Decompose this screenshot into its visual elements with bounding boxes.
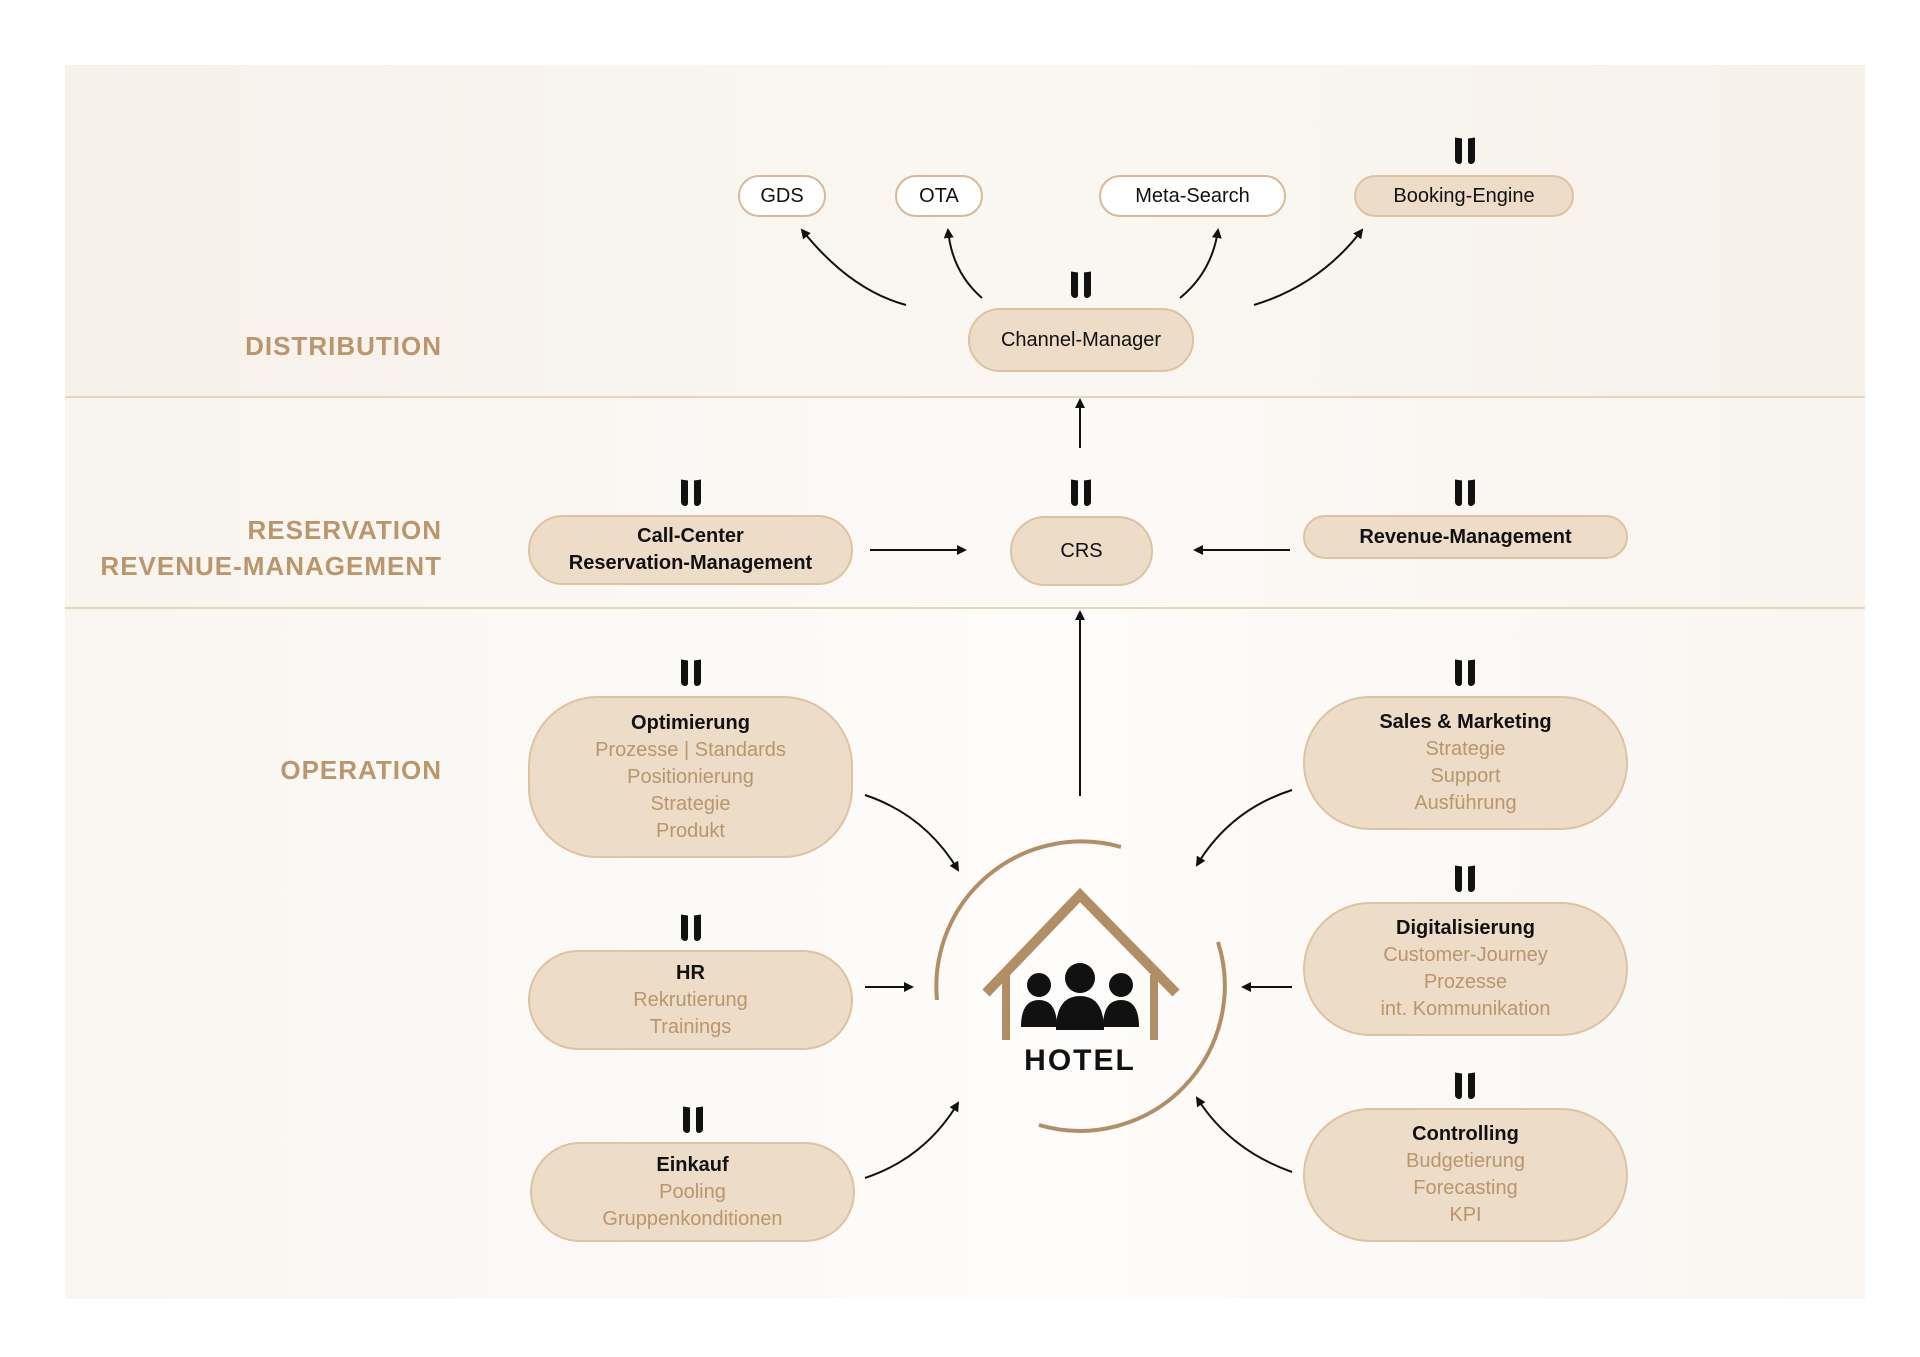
node-title: Optimierung — [631, 711, 750, 734]
distribution-band — [65, 65, 1865, 396]
node-title: Meta-Search — [1135, 184, 1250, 207]
brand-logo-icon — [680, 915, 702, 945]
node-item: Forecasting — [1413, 1177, 1518, 1199]
ota-node: OTA — [895, 175, 983, 217]
node-title: Booking-Engine — [1393, 184, 1535, 207]
revenue-management-node: Revenue-Management — [1303, 515, 1628, 559]
arrow-to-booking-engine — [1253, 228, 1364, 306]
arrow-to-ota — [943, 228, 983, 299]
node-item: KPI — [1449, 1204, 1482, 1226]
controlling-node: Controlling Budgetierung Forecasting KPI — [1303, 1108, 1628, 1242]
brand-logo-icon — [1454, 660, 1476, 690]
node-item: Produkt — [656, 819, 725, 842]
brand-logo-icon — [1070, 272, 1092, 302]
node-item: Prozesse | Standards — [595, 738, 786, 761]
brand-logo-icon — [1454, 1073, 1476, 1103]
arrow-sales-to-hotel — [1195, 789, 1293, 867]
meta-search-node: Meta-Search — [1099, 175, 1286, 217]
node-title: Controlling — [1412, 1123, 1519, 1145]
brand-logo-icon — [1070, 480, 1092, 510]
reservation-band — [65, 398, 1865, 607]
section-label-line: RESERVATION — [247, 515, 442, 545]
node-item: Support — [1430, 765, 1501, 787]
einkauf-node: Einkauf Pooling Gruppenkonditionen — [530, 1142, 855, 1242]
section-divider — [65, 396, 1865, 398]
hr-node: HR Rekrutierung Trainings — [528, 950, 853, 1050]
gds-node: GDS — [738, 175, 826, 217]
hotel-ring — [934, 839, 1227, 1133]
arrow-optimierung-to-hotel — [864, 794, 960, 872]
node-title: GDS — [760, 184, 804, 207]
booking-engine-node: Booking-Engine — [1354, 175, 1574, 217]
node-title: Channel-Manager — [1000, 328, 1162, 351]
node-item: Strategie — [1425, 738, 1506, 760]
section-label-text: OPERATION — [280, 755, 442, 785]
call-center-node: Call-Center Reservation-Management — [528, 515, 853, 585]
hotel-people-icon — [982, 887, 1180, 1040]
node-item: Pooling — [659, 1180, 726, 1203]
node-title: CRS — [1060, 539, 1103, 562]
node-item: Rekrutierung — [633, 988, 748, 1011]
arrow-controlling-to-hotel — [1195, 1096, 1293, 1173]
node-item: Prozesse — [1423, 971, 1508, 993]
arrow-to-gds — [800, 228, 907, 306]
node-title: OTA — [919, 184, 959, 207]
node-title: Revenue-Management — [1359, 525, 1572, 548]
node-title: Call-Center — [637, 525, 744, 547]
crs-node: CRS — [1010, 516, 1153, 586]
digitalisierung-node: Digitalisierung Customer-Journey Prozess… — [1303, 902, 1628, 1036]
node-item: Ausführung — [1414, 792, 1517, 814]
node-title: Reservation-Management — [568, 552, 813, 574]
node-item: Customer-Journey — [1383, 944, 1548, 966]
node-item: Strategie — [650, 792, 731, 815]
arrow-to-meta-search — [1179, 228, 1222, 299]
brand-logo-icon — [680, 660, 702, 690]
section-label-line: REVENUE-MANAGEMENT — [100, 551, 442, 581]
node-title: Digitalisierung — [1396, 917, 1535, 939]
channel-manager-node: Channel-Manager — [968, 308, 1194, 372]
section-label-reservation: RESERVATION REVENUE-MANAGEMENT — [100, 512, 442, 584]
section-divider — [65, 607, 1865, 609]
node-item: Budgetierung — [1406, 1150, 1525, 1172]
node-item: Trainings — [649, 1015, 732, 1038]
section-label-distribution: DISTRIBUTION — [245, 328, 442, 364]
brand-logo-icon — [1454, 480, 1476, 510]
section-label-operation: OPERATION — [280, 752, 442, 788]
brand-logo-icon — [682, 1107, 704, 1137]
node-item: Positionierung — [627, 765, 754, 788]
hotel-label: HOTEL — [1024, 1044, 1136, 1077]
arrow-einkauf-to-hotel — [864, 1101, 960, 1179]
node-title: Sales & Marketing — [1379, 711, 1552, 733]
optimierung-node: Optimierung Prozesse | Standards Positio… — [528, 696, 853, 858]
brand-logo-icon — [1454, 138, 1476, 168]
node-title: HR — [676, 961, 705, 984]
node-title: Einkauf — [656, 1153, 729, 1176]
brand-logo-icon — [1454, 866, 1476, 896]
node-item: Gruppenkonditionen — [602, 1207, 783, 1230]
sales-marketing-node: Sales & Marketing Strategie Support Ausf… — [1303, 696, 1628, 830]
node-item: int. Kommunikation — [1380, 998, 1551, 1020]
section-label-text: DISTRIBUTION — [245, 331, 442, 361]
brand-logo-icon — [680, 480, 702, 510]
